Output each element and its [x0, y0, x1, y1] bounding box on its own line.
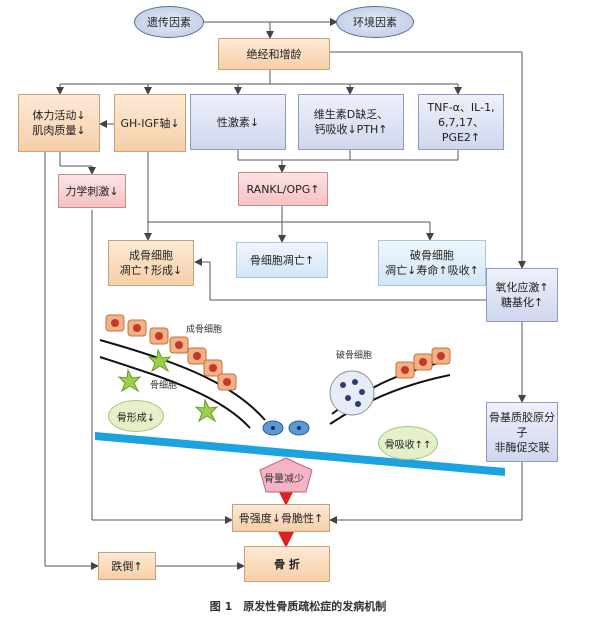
rankl-opg-label: RANKL/OPG↑	[246, 182, 320, 196]
bone-loss-label: 骨量减少	[264, 474, 304, 485]
fracture-node: 骨 折	[244, 546, 330, 582]
cytokines-line2: 6,7,17、PGE2↑	[438, 115, 484, 144]
collagen-crosslink-node: 骨基质胶原分子 非酶促交联	[486, 402, 558, 462]
fall-label: 跌倒↑	[111, 559, 143, 573]
physical-activity-line1: 体力活动↓	[32, 109, 86, 122]
osteoblast-line1: 成骨细胞	[129, 249, 173, 262]
menopause-aging-node: 绝经和增龄	[218, 38, 330, 70]
illustration-osteocyte-label: 骨细胞	[150, 381, 178, 391]
vitamin-d-line2: 钙吸收↓PTH↑	[314, 123, 388, 136]
bone-remodeling-illustration	[95, 314, 505, 493]
osteoclast-line2: 凋亡↓寿命↑吸收↑	[385, 264, 479, 277]
collagen-crosslink-line1: 骨基质胶原分子	[489, 410, 555, 439]
bone-strength-node: 骨强度↓骨脆性↑	[232, 504, 330, 532]
fall-node: 跌倒↑	[98, 552, 156, 580]
gh-igf-axis-node: GH-IGF轴↓	[114, 94, 186, 152]
rankl-opg-node: RANKL/OPG↑	[238, 172, 328, 206]
vitamin-d-node: 维生素D缺乏、 钙吸收↓PTH↑	[298, 94, 404, 150]
vitamin-d-line1: 维生素D缺乏、	[313, 108, 389, 121]
gh-igf-axis-label: GH-IGF轴↓	[120, 116, 180, 130]
osteoblast-line2: 凋亡↑形成↓	[119, 264, 183, 277]
menopause-aging-label: 绝经和增龄	[246, 47, 302, 61]
fracture-label: 骨 折	[274, 557, 300, 571]
oxidative-stress-line2: 糖基化↑	[500, 296, 544, 309]
environment-factors-label: 环境因素	[353, 16, 397, 29]
osteoblast-node: 成骨细胞 凋亡↑形成↓	[108, 240, 194, 286]
bone-formation-label: 骨形成↓	[116, 412, 156, 424]
collagen-crosslink-line2: 非酶促交联	[494, 440, 550, 454]
illustration-osteoblast-label: 成骨细胞	[186, 325, 223, 335]
genetic-factors-node: 遗传因素	[134, 6, 204, 38]
figure-caption: 图 1 原发性骨质疏松症的发病机制	[209, 600, 387, 613]
oxidative-stress-line1: 氧化应激↑	[495, 281, 549, 294]
cytokines-node: TNF-α、IL-1, 6,7,17、PGE2↑	[418, 94, 504, 150]
bone-resorption-oval: 骨吸收↑↑	[378, 426, 438, 460]
osteoclast-node: 破骨细胞 凋亡↓寿命↑吸收↑	[378, 240, 486, 286]
bone-loss-shape	[259, 457, 313, 493]
illustration-osteoclast-label: 破骨细胞	[336, 351, 373, 361]
cytokines-line1: TNF-α、IL-1,	[427, 100, 495, 114]
sex-hormone-label: 性激素↓	[216, 115, 260, 129]
environment-factors-node: 环境因素	[336, 6, 414, 38]
oxidative-stress-node: 氧化应激↑ 糖基化↑	[486, 268, 558, 322]
bone-surface	[95, 432, 505, 476]
physical-activity-node: 体力活动↓ 肌肉质量↓	[18, 94, 100, 152]
mechanical-stimulus-node: 力学刺激↓	[58, 174, 126, 208]
bone-formation-oval: 骨形成↓	[108, 400, 164, 432]
bone-strength-label: 骨强度↓骨脆性↑	[238, 511, 324, 525]
osteocyte-apoptosis-label: 骨细胞凋亡↑	[249, 253, 315, 267]
genetic-factors-label: 遗传因素	[147, 16, 191, 29]
osteoclast-line1: 破骨细胞	[410, 249, 454, 262]
sex-hormone-node: 性激素↓	[190, 94, 286, 150]
osteocyte-apoptosis-node: 骨细胞凋亡↑	[236, 242, 328, 278]
physical-activity-line2: 肌肉质量↓	[32, 124, 86, 137]
bone-resorption-label: 骨吸收↑↑	[384, 439, 432, 451]
mechanical-stimulus-label: 力学刺激↓	[65, 184, 119, 198]
